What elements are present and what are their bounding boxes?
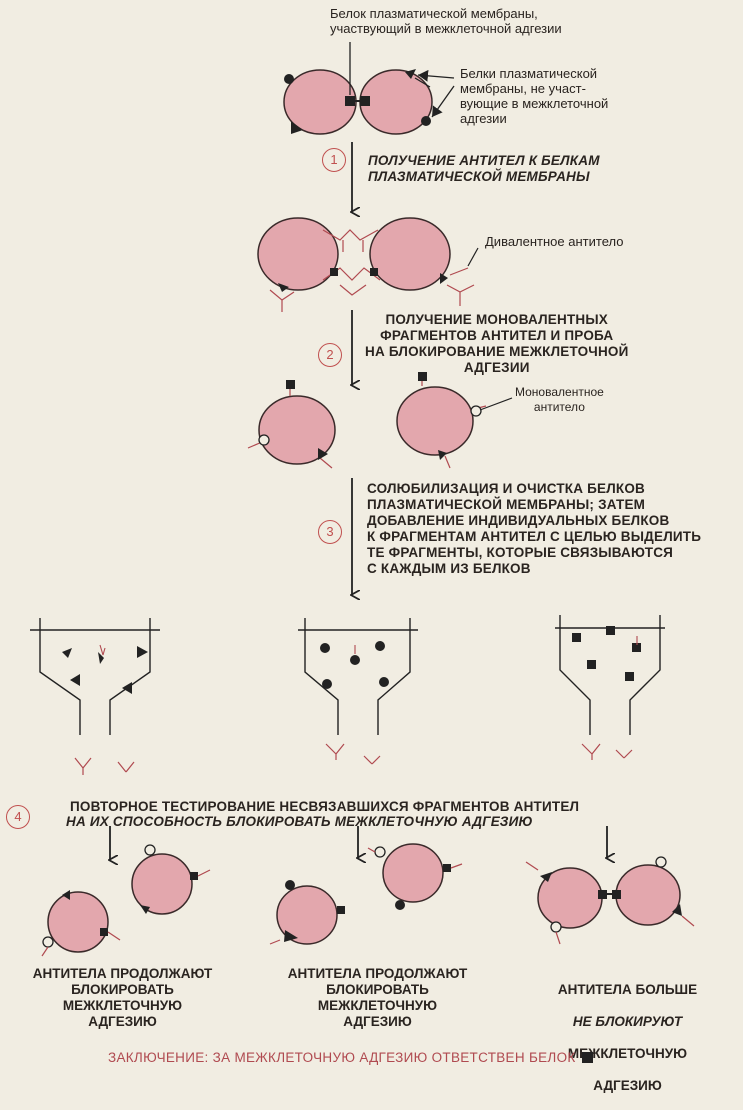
- cell: [397, 387, 473, 455]
- conclusion: ЗАКЛЮЧЕНИЕ: ЗА МЕЖКЛЕТОЧНУЮ АДГЕЗИЮ ОТВЕ…: [108, 1050, 593, 1065]
- result-cells-3: [526, 857, 694, 944]
- column-circles: [298, 618, 418, 764]
- step-2-text: ПОЛУЧЕНИЕ МОНОВАЛЕНТНЫХ ФРАГМЕНТОВ АНТИТ…: [365, 312, 629, 376]
- cell: [132, 854, 192, 914]
- adhesion-protein-square: [345, 96, 355, 106]
- cell: [360, 70, 432, 134]
- monovalent-antibody-label: Моновалентное антитело: [515, 385, 604, 415]
- cell: [370, 218, 450, 290]
- result-3-line4: АДГЕЗИЮ: [525, 1078, 730, 1094]
- step-4-line2: НА ИХ СПОСОБНОСТЬ БЛОКИРОВАТЬ МЕЖКЛЕТОЧН…: [66, 814, 533, 830]
- step-number-3: 3: [318, 520, 342, 544]
- column-squares: [555, 615, 665, 760]
- protein-circle: [284, 74, 294, 84]
- square-protein-icon: [582, 1052, 593, 1063]
- result-cells-2: [270, 844, 462, 944]
- result-1-text: АНТИТЕЛА ПРОДОЛЖАЮТ БЛОКИРОВАТЬ МЕЖКЛЕТО…: [15, 966, 230, 1030]
- step-4-line1: ПОВТОРНОЕ ТЕСТИРОВАНИЕ НЕСВЯЗАВШИХСЯ ФРА…: [70, 799, 579, 815]
- conclusion-text: ЗАКЛЮЧЕНИЕ: ЗА МЕЖКЛЕТОЧНУЮ АДГЕЗИЮ ОТВЕ…: [108, 1050, 576, 1065]
- cell: [48, 892, 108, 952]
- step-number-4: 4: [6, 805, 30, 829]
- divalent-antibody-cells: [258, 218, 478, 312]
- result-3-line2: НЕ БЛОКИРУЮТ: [525, 1014, 730, 1030]
- adhesion-protein-square: [360, 96, 370, 106]
- result-3-text: АНТИТЕЛА БОЛЬШЕ НЕ БЛОКИРУЮТ МЕЖКЛЕТОЧНУ…: [525, 966, 730, 1110]
- cell: [616, 865, 680, 925]
- step-number-2: 2: [318, 343, 342, 367]
- result-3-line1: АНТИТЕЛА БОЛЬШЕ: [525, 982, 730, 998]
- top-cell-pair: [284, 42, 454, 134]
- step-3-text: СОЛЮБИЛИЗАЦИЯ И ОЧИСТКА БЕЛКОВ ПЛАЗМАТИЧ…: [367, 481, 701, 577]
- cell: [258, 218, 338, 290]
- non-adhesion-proteins-label: Белки плазматической мембраны, не участ-…: [460, 66, 608, 126]
- step-number-1: 1: [322, 148, 346, 172]
- adhesion-protein-label: Белок плазматической мембраны, участвующ…: [330, 6, 562, 36]
- monovalent-antibody-cells: [248, 372, 512, 468]
- divalent-antibody-label: Дивалентное антитело: [485, 234, 623, 249]
- result-2-text: АНТИТЕЛА ПРОДОЛЖАЮТ БЛОКИРОВАТЬ МЕЖКЛЕТО…: [270, 966, 485, 1030]
- cell: [383, 844, 443, 902]
- protein-circle: [421, 116, 431, 126]
- result-cells-1: [42, 845, 210, 956]
- column-triangles: [30, 618, 160, 775]
- step-1-text: ПОЛУЧЕНИЕ АНТИТЕЛ К БЕЛКАМ ПЛАЗМАТИЧЕСКО…: [368, 153, 600, 185]
